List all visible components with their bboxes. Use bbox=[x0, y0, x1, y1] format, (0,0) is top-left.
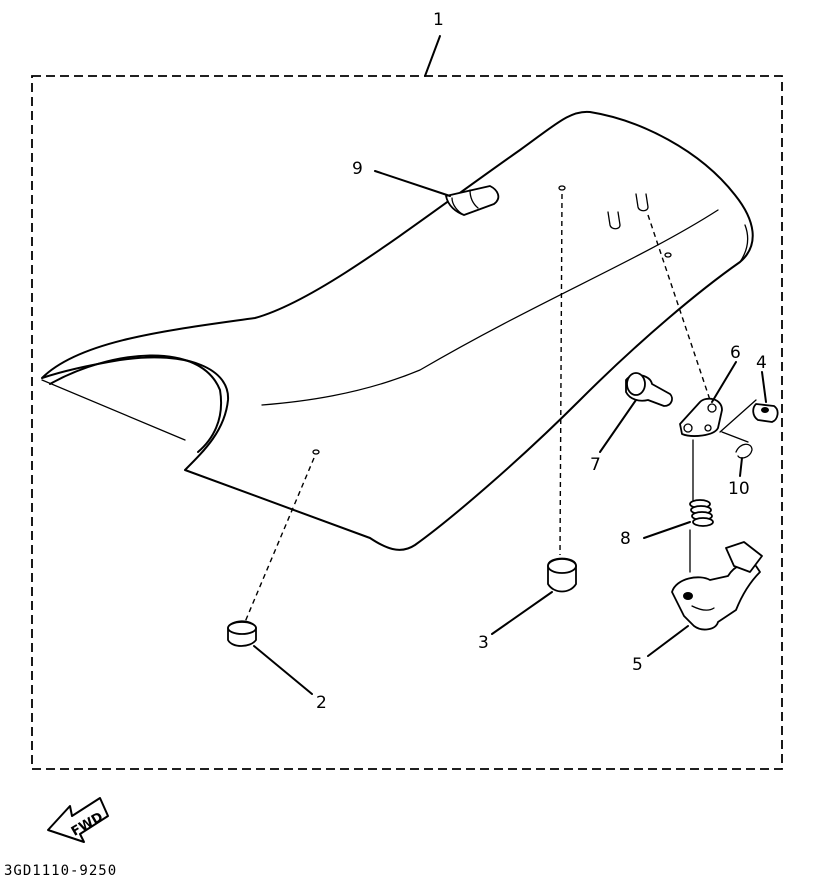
leader-5 bbox=[647, 625, 689, 657]
leader-1 bbox=[424, 35, 441, 77]
callout-3: 3 bbox=[478, 633, 489, 653]
leader-6 bbox=[711, 361, 737, 403]
part-3-damper bbox=[547, 557, 577, 593]
seat bbox=[41, 110, 754, 551]
part-8-spring bbox=[689, 499, 714, 527]
callout-4: 4 bbox=[756, 353, 767, 373]
part-4-nut bbox=[752, 403, 779, 423]
assembly-line-6 bbox=[647, 214, 711, 401]
callout-2: 2 bbox=[316, 693, 327, 713]
callout-8: 8 bbox=[620, 529, 631, 549]
part-2-damper bbox=[227, 620, 257, 647]
callout-5: 5 bbox=[632, 655, 643, 675]
part-9-strap bbox=[445, 185, 500, 216]
leader-8 bbox=[643, 521, 691, 539]
callout-9: 9 bbox=[352, 159, 363, 179]
part-6-bracket bbox=[679, 397, 723, 437]
part-7-bolt bbox=[625, 372, 673, 407]
callout-7: 7 bbox=[590, 455, 601, 475]
fwd-arrow-icon: FWD bbox=[47, 797, 109, 843]
callout-1: 1 bbox=[433, 10, 444, 30]
assembly-line-3 bbox=[559, 193, 563, 556]
leader-7 bbox=[599, 399, 637, 453]
leader-2 bbox=[253, 645, 313, 695]
assembly-boundary bbox=[31, 75, 783, 770]
callout-10: 10 bbox=[728, 479, 750, 499]
leader-10 bbox=[739, 457, 743, 477]
leader-3 bbox=[491, 591, 553, 635]
assembly-line-2 bbox=[244, 457, 315, 623]
leader-9 bbox=[374, 170, 451, 197]
part-number: 3GD1110-9250 bbox=[4, 863, 117, 879]
callout-6: 6 bbox=[730, 343, 741, 363]
assembly-line-4 bbox=[719, 399, 757, 433]
part-10-clip bbox=[721, 431, 753, 459]
part-5-lock-hook bbox=[671, 541, 763, 631]
leader-4 bbox=[761, 371, 767, 403]
